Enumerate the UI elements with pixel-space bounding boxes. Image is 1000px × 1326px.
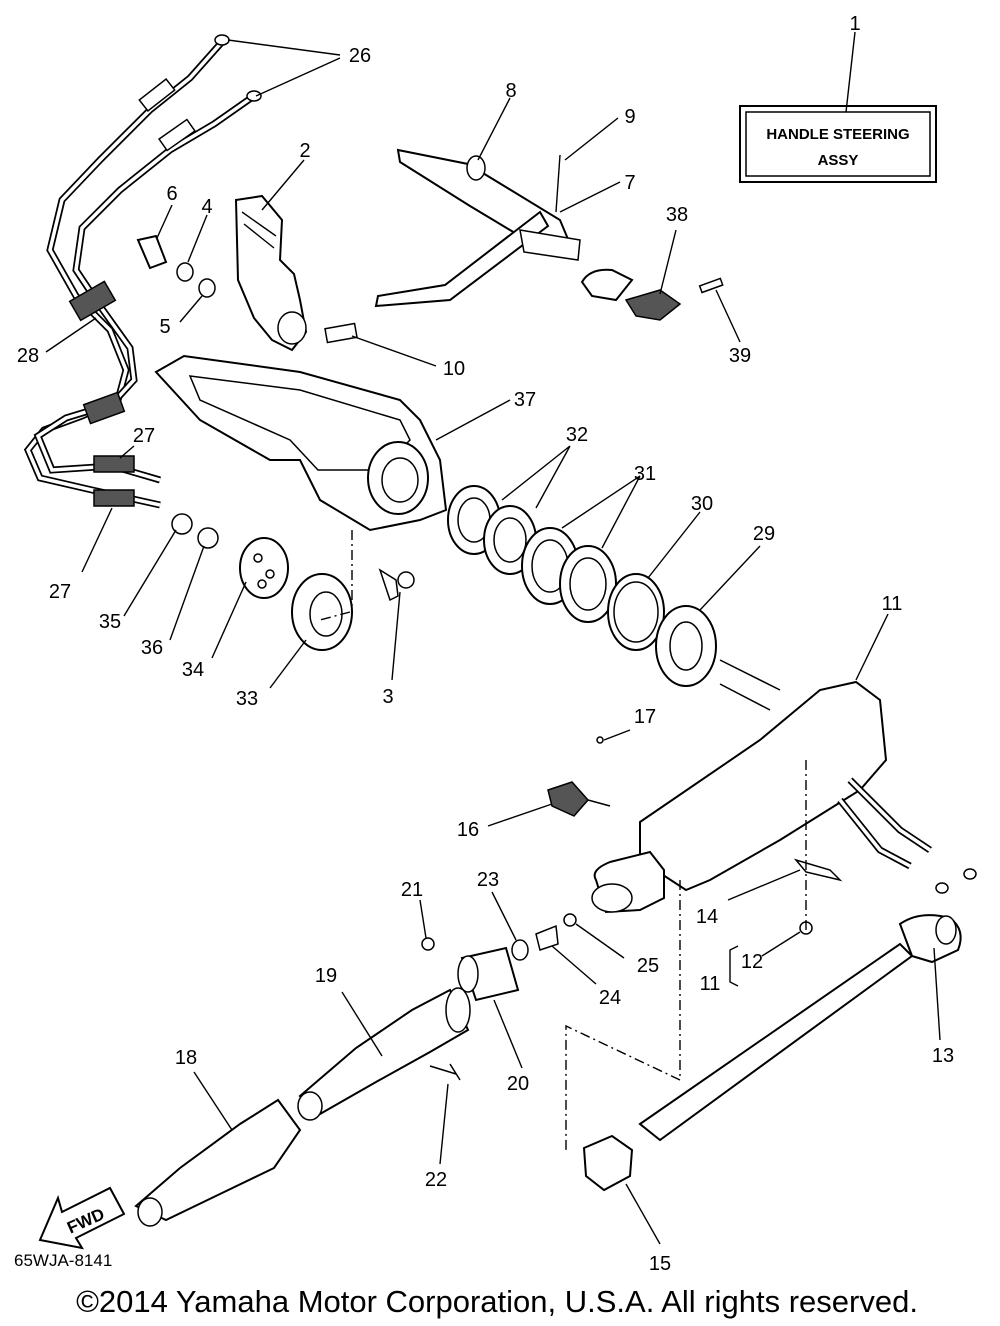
fwd-arrow-icon: FWD — [38, 1186, 126, 1250]
callout-11: 11 — [882, 593, 903, 615]
grip-sleeve — [297, 987, 471, 1121]
callout-3: 3 — [382, 686, 393, 708]
callout-25: 25 — [637, 955, 659, 977]
callout-34: 34 — [182, 659, 204, 681]
clip-15 — [582, 1134, 634, 1192]
callout-23: 23 — [477, 869, 499, 891]
callout-11-bracket: 11 — [700, 973, 721, 995]
callout-35: 35 — [99, 611, 121, 633]
callout-24: 24 — [599, 987, 621, 1009]
callout-27-upper: 27 — [133, 425, 155, 447]
callout-36: 36 — [141, 637, 163, 659]
diagram-code: 65WJA-8141 — [14, 1251, 112, 1270]
callout-19: 19 — [315, 965, 337, 987]
screw-22 — [429, 1063, 461, 1081]
callout-32: 32 — [566, 424, 588, 446]
callout-16: 16 — [457, 819, 479, 841]
callout-6: 6 — [166, 183, 177, 205]
callout-39: 39 — [729, 345, 751, 367]
assembly-label-line2: ASSY — [818, 152, 859, 169]
callout-22: 22 — [425, 1169, 447, 1191]
callout-18: 18 — [175, 1047, 197, 1069]
callout-28: 28 — [17, 345, 39, 367]
copyright-notice: ©2014 Yamaha Motor Corporation, U.S.A. A… — [76, 1284, 918, 1319]
callout-21: 21 — [401, 879, 423, 901]
throttle-link — [580, 268, 724, 321]
upper-handle-bracket — [154, 354, 448, 532]
callout-17: 17 — [634, 706, 656, 728]
small-hardware-lower — [421, 913, 577, 1002]
callout-30: 30 — [691, 493, 713, 515]
assembly-label-line1: HANDLE STEERING — [766, 126, 909, 143]
handle-grip — [134, 1098, 302, 1227]
callout-13: 13 — [932, 1045, 954, 1067]
callout-33: 33 — [236, 688, 258, 710]
small-hardware-upper — [136, 234, 216, 298]
callout-7: 7 — [624, 172, 635, 194]
callout-29: 29 — [753, 523, 775, 545]
callout-12: 12 — [741, 951, 763, 973]
callout-10: 10 — [443, 358, 465, 380]
steering-lever — [234, 194, 308, 352]
callout-9: 9 — [624, 106, 635, 128]
callout-14: 14 — [696, 906, 718, 928]
part-number-callouts: 1 2 3 4 5 6 7 8 9 10 11 11 12 13 14 15 1… — [17, 13, 954, 1275]
callout-2: 2 — [299, 140, 310, 162]
callout-4: 4 — [201, 196, 212, 218]
callout-31: 31 — [634, 463, 656, 485]
callout-20: 20 — [507, 1073, 529, 1095]
callout-8: 8 — [505, 80, 516, 102]
callout-15: 15 — [649, 1253, 671, 1275]
callout-27-lower: 27 — [49, 581, 71, 603]
bolt-3 — [378, 568, 415, 602]
callout-1: 1 — [849, 13, 860, 35]
bushing-rings — [447, 485, 717, 687]
throttle-shaft — [638, 914, 962, 1142]
friction-knob — [547, 736, 611, 817]
shift-rod-assembly — [374, 148, 581, 308]
callout-37: 37 — [514, 389, 536, 411]
callout-5: 5 — [159, 316, 170, 338]
callout-38: 38 — [666, 204, 688, 226]
grommet-hardware — [171, 513, 353, 651]
steering-handle-arm — [591, 659, 977, 914]
assembly-label-box: HANDLE STEERING ASSY — [739, 105, 937, 183]
cable-assembly — [23, 34, 262, 509]
plate-and-screw — [793, 858, 843, 935]
callout-26: 26 — [349, 45, 371, 67]
